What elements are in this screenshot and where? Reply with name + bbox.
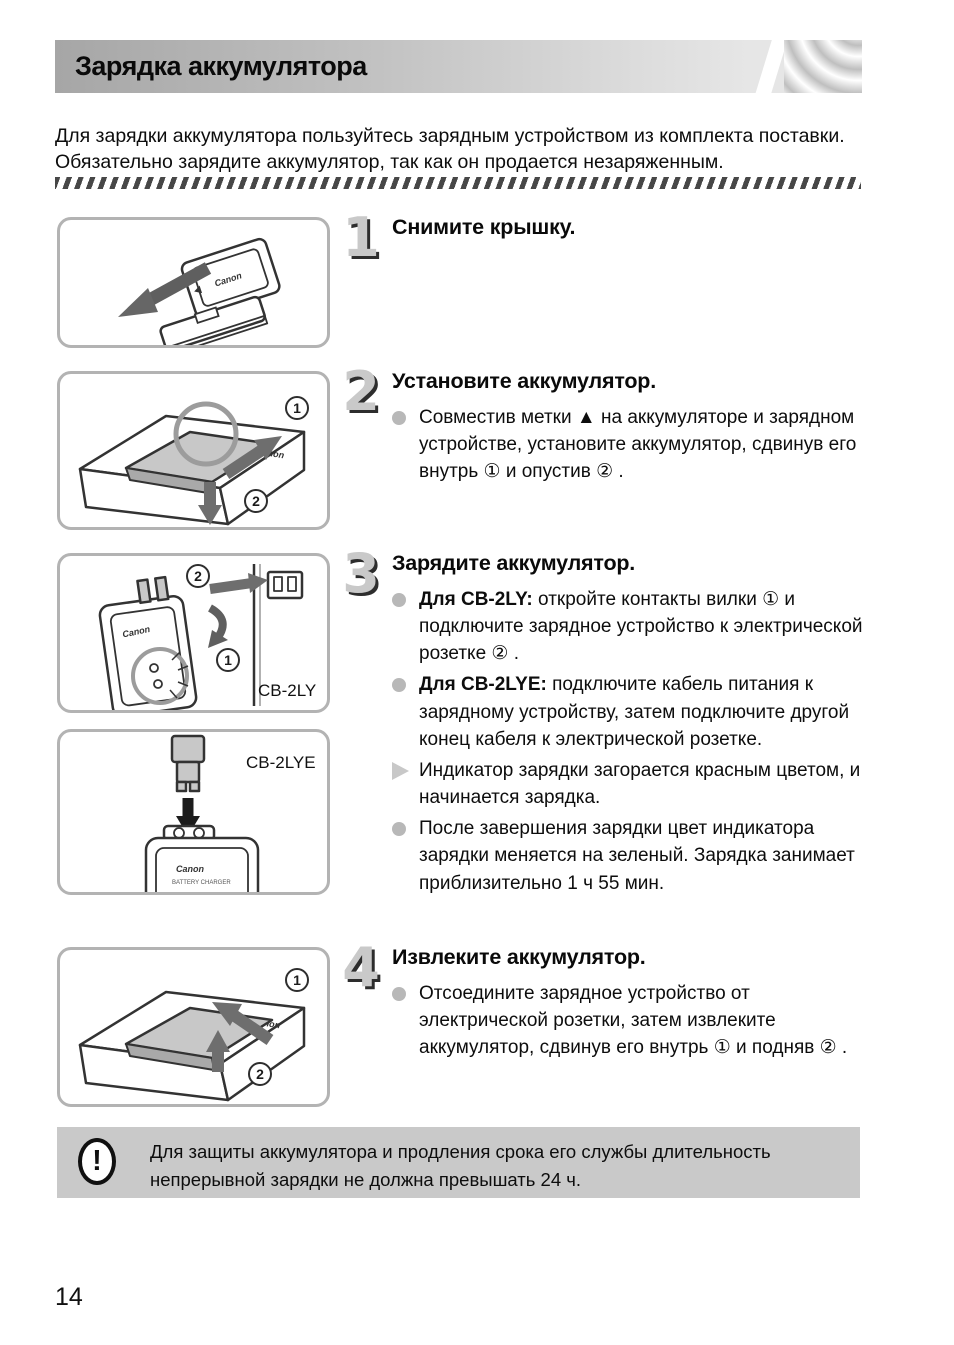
callout-1: 1 xyxy=(285,396,309,420)
step-3-bullet-complete: После завершения зарядки цвет индикатора… xyxy=(392,815,870,896)
step-number-2: 2 xyxy=(342,360,380,423)
dot-bullet-icon xyxy=(392,987,406,1001)
slide-in-arrow-icon xyxy=(222,436,282,479)
svg-text:2: 2 xyxy=(252,493,260,509)
alignment-highlight-circle xyxy=(173,401,239,467)
callout-1: 1 xyxy=(216,648,240,672)
press-down-arrow-icon xyxy=(198,482,222,525)
figure-cb2ly-charging: Canon 2 1 xyxy=(57,553,330,713)
step-number-4: 4 xyxy=(342,936,380,999)
callout-2: 2 xyxy=(244,489,268,513)
caution-box: ! Для защиты аккумулятора и продления ср… xyxy=(57,1127,860,1198)
page-number: 14 xyxy=(55,1283,83,1311)
led-highlight-circle xyxy=(131,647,189,705)
bullet-lead: Для CB-2LY: xyxy=(419,589,533,610)
slide-arrow-icon xyxy=(118,262,212,317)
bullet-text: После завершения зарядки цвет индикатора… xyxy=(419,818,855,894)
bullet-text: откройте контакты вилки ① и подключите з… xyxy=(419,589,863,665)
step-2-heading: Установите аккумулятор. xyxy=(392,369,657,393)
callout-1: 1 xyxy=(285,968,309,992)
step-3-bullet-indicator: Индикатор зарядки загорается красным цве… xyxy=(392,757,870,811)
figure-cb2lye-charging: CB-2LYE Canon BATTERY CHARGER xyxy=(57,729,330,895)
step-3-heading: Зарядите аккумулятор. xyxy=(392,551,636,575)
bullet-lead: Для CB-2LYE: xyxy=(419,674,547,696)
dot-bullet-icon xyxy=(392,411,406,425)
battery-cover-illustration: Canon xyxy=(118,237,281,345)
step-3-bullet-cb2lye: Для CB-2LYE: подключите кабель питания к… xyxy=(392,671,870,752)
figure-remove-cover: Canon xyxy=(57,217,330,348)
figure-remove-battery: Canon 1 2 xyxy=(57,947,330,1107)
lift-up-arrow-icon xyxy=(206,1030,230,1072)
step-2-section: Установите аккумулятор. Совместив метки … xyxy=(392,369,870,489)
dot-bullet-icon xyxy=(392,678,406,693)
callout-2: 2 xyxy=(248,1062,272,1086)
svg-text:1: 1 xyxy=(293,400,301,416)
bullet-text: Отсоедините зарядное устройство от элект… xyxy=(419,983,848,1059)
bullet-text: Индикатор зарядки загорается красным цве… xyxy=(419,759,861,809)
step-3-bullet-cb2ly: Для CB-2LY: откройте контакты вилки ① и … xyxy=(392,586,870,667)
svg-text:2: 2 xyxy=(256,1066,264,1082)
led-blink-rays xyxy=(169,651,189,699)
intro-paragraph: Для зарядки аккумулятора пользуйтесь зар… xyxy=(55,124,845,174)
step-4-section: Извлеките аккумулятор. Отсоедините заряд… xyxy=(392,945,870,1065)
bullet-text: подключите кабель питания к зарядному ус… xyxy=(419,674,850,750)
step-1-section: Снимите крышку. xyxy=(392,215,870,250)
step-4-heading: Извлеките аккумулятор. xyxy=(392,945,646,969)
cb2lye-label: CB-2LYE xyxy=(246,753,316,772)
cb2ly-illustration: Canon 2 1 xyxy=(98,564,316,710)
dot-bullet-icon xyxy=(392,593,406,607)
bullet-text: Совместив метки ▲ на аккумуляторе и заря… xyxy=(419,407,857,483)
cb2ly-label: CB-2LY xyxy=(258,681,316,700)
step-1-heading: Снимите крышку. xyxy=(392,215,576,239)
page-title-bar: Зарядка аккумулятора xyxy=(55,40,862,93)
power-cable-connector xyxy=(170,734,206,793)
svg-text:1: 1 xyxy=(293,972,301,988)
svg-text:2: 2 xyxy=(194,568,202,584)
svg-text:1: 1 xyxy=(224,652,232,668)
step-number-1: 1 xyxy=(342,206,380,269)
page-title: Зарядка аккумулятора xyxy=(75,51,367,81)
canon-logo-text: Canon xyxy=(176,864,205,874)
caution-text: Для защиты аккумулятора и продления срок… xyxy=(150,1141,771,1190)
exclamation-icon: ! xyxy=(78,1138,116,1185)
callout-2: 2 xyxy=(186,564,210,588)
step-number-3: 3 xyxy=(342,542,380,605)
charger-model-small-text: BATTERY CHARGER xyxy=(172,880,231,886)
cb2lye-illustration: CB-2LYE Canon BATTERY CHARGER xyxy=(144,734,316,892)
result-arrow-icon xyxy=(392,761,409,780)
dot-bullet-icon xyxy=(392,822,406,837)
slide-inward-arrow-icon xyxy=(212,1002,274,1045)
step-4-bullet: Отсоедините зарядное устройство от элект… xyxy=(392,980,870,1061)
charger-remove-illustration: Canon 1 2 xyxy=(78,968,309,1102)
charger-insert-illustration: Canon 1 2 xyxy=(78,396,309,526)
hatched-divider xyxy=(55,177,861,189)
step-2-bullet: Совместив метки ▲ на аккумуляторе и заря… xyxy=(392,404,870,485)
figure-insert-battery: Canon 1 2 xyxy=(57,371,330,530)
plug-arrow-icon xyxy=(209,573,268,594)
title-decor-rings xyxy=(784,40,862,93)
step-3-section: Зарядите аккумулятор. Для CB-2LY: открой… xyxy=(392,551,870,901)
